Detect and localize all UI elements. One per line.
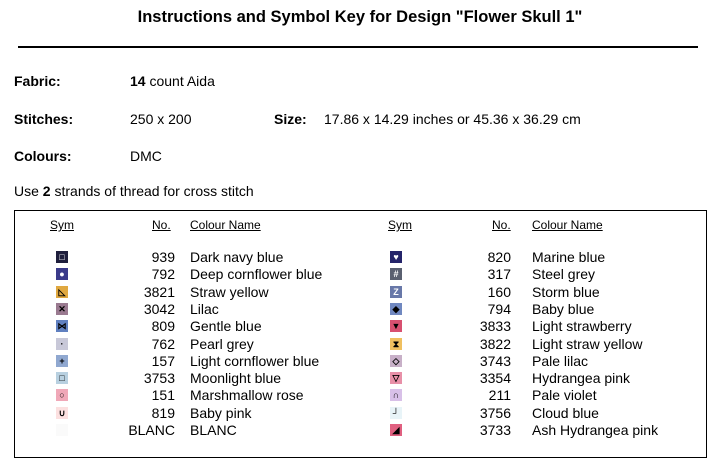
dmc-number: 794 bbox=[487, 300, 511, 317]
symbol-swatch-icon: □ bbox=[56, 372, 68, 385]
header-sym-right: Sym bbox=[388, 218, 412, 232]
symbol-key-table bbox=[14, 210, 707, 458]
colour-name: Light straw yellow bbox=[532, 335, 643, 352]
colour-name: Ash Hydrangea pink bbox=[532, 422, 659, 438]
symbol-swatch-icon: ⋈ bbox=[56, 320, 68, 333]
dmc-number: 3743 bbox=[479, 352, 511, 369]
dmc-number: 317 bbox=[487, 266, 511, 283]
size-label: Size: bbox=[274, 111, 307, 127]
colour-name: Deep cornflower blue bbox=[190, 266, 323, 283]
symbol-swatch-icon: ┘ bbox=[390, 406, 402, 419]
fabric-count: 14 bbox=[130, 73, 146, 89]
dmc-number: 211 bbox=[488, 387, 511, 404]
symbol-swatch-icon: ● bbox=[56, 268, 68, 281]
colour-name: Storm blue bbox=[532, 283, 600, 300]
colour-name: Moonlight blue bbox=[190, 370, 282, 387]
colour-name: Straw yellow bbox=[190, 283, 269, 300]
dmc-number: 3733 bbox=[479, 422, 511, 438]
dmc-number: 151 bbox=[151, 387, 175, 404]
header-name-left: Colour Name bbox=[190, 218, 261, 232]
colour-name: Pale lilac bbox=[532, 352, 589, 369]
symbol-swatch-icon: ▼ bbox=[390, 320, 402, 333]
symbol-swatch-icon: ∩ bbox=[390, 389, 402, 402]
colour-name: Dark navy blue bbox=[190, 249, 284, 265]
symbol-swatch-icon: ▽ bbox=[390, 372, 402, 385]
colour-name: Hydrangea pink bbox=[532, 370, 631, 387]
strands-instruction: Use 2 strands of thread for cross stitch bbox=[14, 183, 254, 199]
symbol-swatch-icon: ♥ bbox=[390, 251, 402, 263]
symbol-swatch-icon: ◺ bbox=[56, 285, 68, 298]
header-sym-left: Sym bbox=[50, 218, 74, 232]
colour-name: Steel grey bbox=[532, 266, 596, 283]
dmc-number: 3833 bbox=[479, 318, 511, 335]
header-no-right: No. bbox=[492, 218, 511, 232]
colour-name: Light cornflower blue bbox=[190, 352, 320, 369]
dmc-number: BLANC bbox=[128, 422, 175, 438]
symbol-swatch-icon: ∪ bbox=[56, 406, 68, 419]
colour-name: Marine blue bbox=[532, 249, 606, 265]
symbol-swatch-icon: Z bbox=[390, 285, 402, 298]
symbol-swatch-icon: · bbox=[56, 337, 68, 350]
header-name-right: Colour Name bbox=[532, 218, 603, 232]
colours-label: Colours: bbox=[14, 148, 72, 164]
colour-name: Pearl grey bbox=[190, 335, 254, 352]
dmc-number: 762 bbox=[151, 335, 175, 352]
symbol-swatch-icon: # bbox=[390, 268, 402, 281]
page-title: Instructions and Symbol Key for Design "… bbox=[137, 8, 583, 26]
dmc-number: 939 bbox=[151, 249, 175, 265]
symbol-swatch-icon: ◆ bbox=[390, 302, 402, 315]
stitches-label: Stitches: bbox=[14, 111, 74, 127]
colour-name: Baby pink bbox=[190, 404, 252, 421]
dmc-number: 3042 bbox=[143, 300, 175, 317]
colour-name: Baby blue bbox=[532, 300, 595, 317]
dmc-number: 3822 bbox=[479, 335, 511, 352]
colour-name: BLANC bbox=[190, 422, 237, 438]
dmc-number: 3756 bbox=[479, 404, 511, 421]
header-no-left: No. bbox=[152, 218, 171, 232]
colour-name: Light strawberry bbox=[532, 318, 632, 335]
dmc-number: 809 bbox=[151, 318, 175, 335]
colours-value: DMC bbox=[130, 148, 162, 164]
size-value: 17.86 x 14.29 inches or 45.36 x 36.29 cm bbox=[324, 111, 581, 127]
symbol-swatch-icon: ✕ bbox=[56, 302, 68, 315]
dmc-number: 792 bbox=[151, 266, 175, 283]
symbol-swatch-icon: ◢ bbox=[390, 424, 402, 436]
symbol-swatch-icon: □ bbox=[56, 251, 68, 263]
colour-name: Cloud blue bbox=[532, 404, 599, 421]
fabric-value: 14 count Aida bbox=[130, 73, 215, 89]
symbol-swatch-icon: ○ bbox=[56, 389, 68, 402]
dmc-number: 820 bbox=[487, 249, 511, 265]
symbol-swatch-icon: + bbox=[56, 354, 68, 367]
divider bbox=[18, 46, 698, 48]
fabric-text: count Aida bbox=[149, 73, 215, 89]
colour-name: Pale violet bbox=[532, 387, 597, 404]
strands-post: strands of thread for cross stitch bbox=[54, 183, 254, 199]
symbol-swatch-icon: ◇ bbox=[390, 354, 402, 367]
symbol-swatch-icon: ⧗ bbox=[390, 337, 402, 350]
strands-pre: Use bbox=[14, 183, 39, 199]
dmc-number: 160 bbox=[487, 283, 511, 300]
colour-name: Gentle blue bbox=[190, 318, 262, 335]
fabric-label: Fabric: bbox=[14, 73, 61, 89]
dmc-number: 3753 bbox=[143, 370, 175, 387]
strands-count: 2 bbox=[42, 183, 51, 199]
dmc-number: 3354 bbox=[479, 370, 511, 387]
symbol-swatch-icon bbox=[56, 424, 68, 436]
colour-name: Marshmallow rose bbox=[190, 387, 304, 404]
dmc-number: 3821 bbox=[143, 283, 175, 300]
stitches-value: 250 x 200 bbox=[130, 111, 192, 127]
dmc-number: 157 bbox=[151, 352, 175, 369]
dmc-number: 819 bbox=[151, 404, 175, 421]
colour-name: Lilac bbox=[190, 300, 219, 317]
